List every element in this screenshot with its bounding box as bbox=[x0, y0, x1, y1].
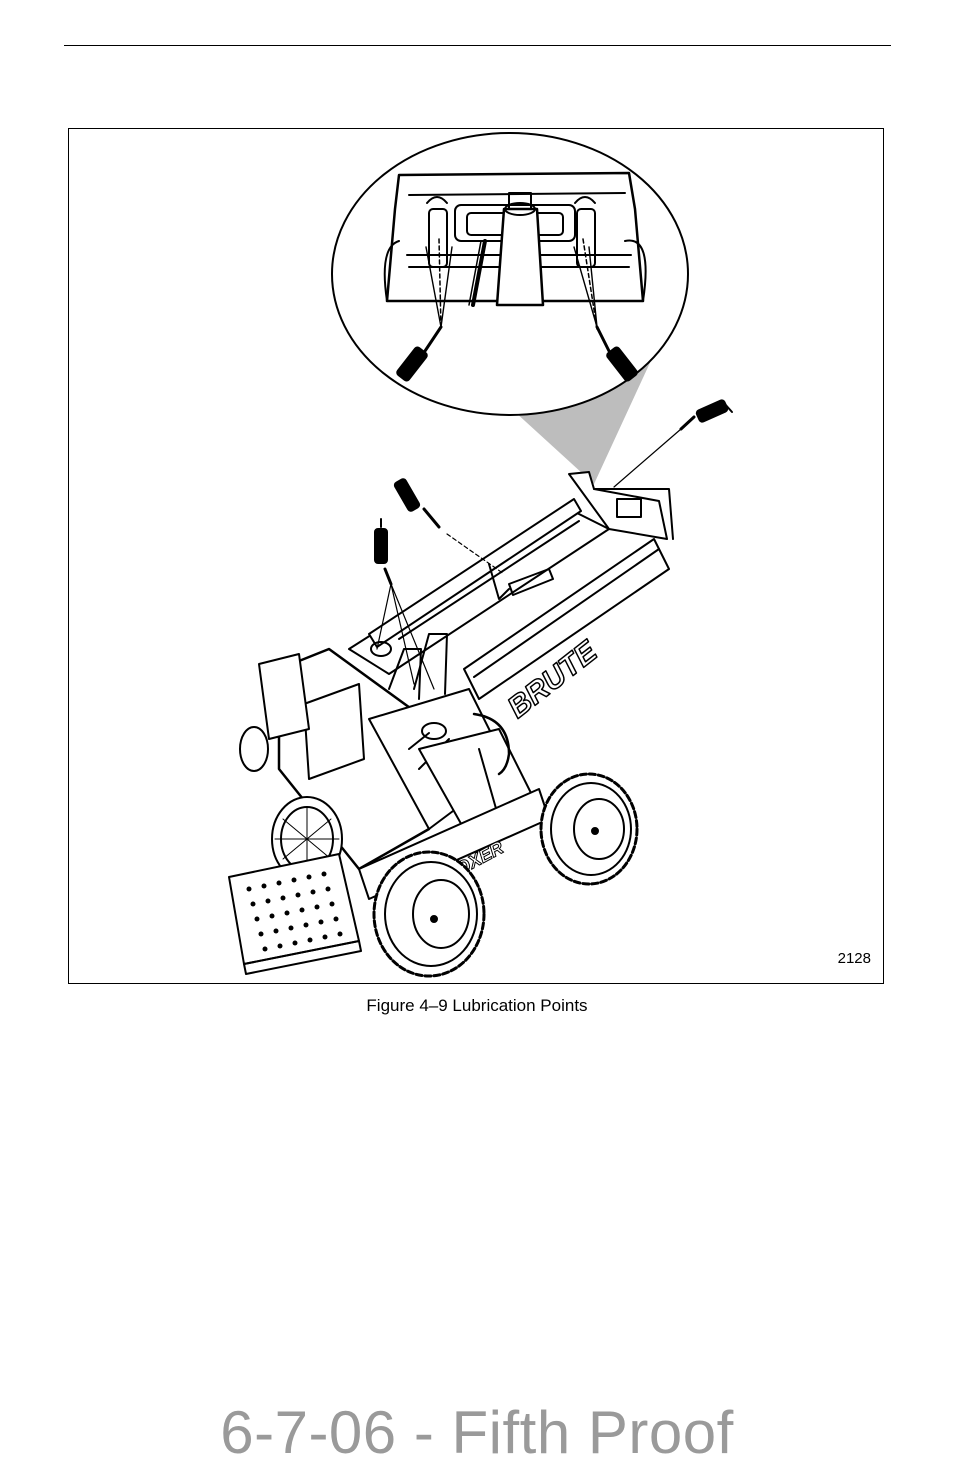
figure-number: 2128 bbox=[837, 950, 871, 967]
figure-caption: Figure 4–9 Lubrication Points bbox=[366, 996, 588, 1015]
operator-platform bbox=[228, 853, 362, 975]
loader-arm: BRUTE bbox=[348, 471, 674, 725]
header-rule bbox=[64, 45, 891, 46]
figure-frame: BRUTE BOXER bbox=[68, 128, 884, 984]
rear-wheel bbox=[539, 772, 639, 886]
proof-watermark: 6-7-06 - Fifth Proof bbox=[220, 1399, 734, 1466]
front-wheel bbox=[372, 850, 486, 978]
hidden-rear-wheel bbox=[472, 712, 511, 776]
lubrication-illustration: BRUTE BOXER bbox=[228, 132, 733, 978]
grease-gun-callouts bbox=[374, 399, 733, 690]
wheels bbox=[372, 712, 639, 978]
detail-magnifier bbox=[331, 132, 689, 416]
machine-body: BOXER bbox=[239, 633, 550, 900]
